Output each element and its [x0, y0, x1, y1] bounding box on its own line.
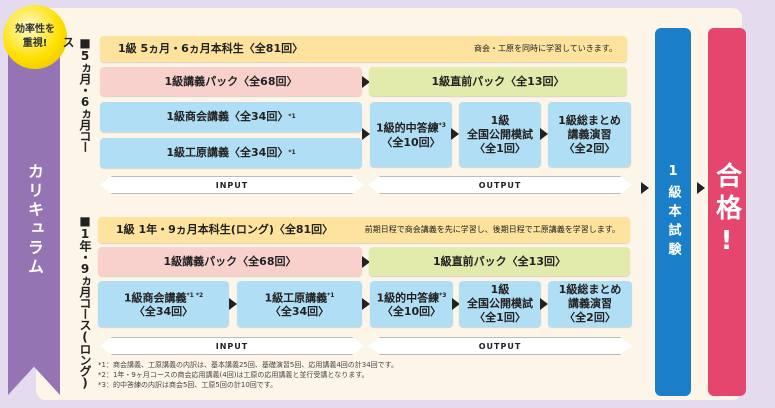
course2-moshi[interactable]: 1級全国公開模試〈全1回〉	[459, 281, 541, 327]
course1-label: ■5ヵ月・6ヵ月コース	[61, 36, 92, 152]
arrow-right-icon	[540, 128, 548, 140]
footnote-ref: *1 *2	[186, 291, 204, 299]
matome-line1: 1級総まとめ	[558, 113, 621, 127]
moshi-count: 〈全1回〉	[474, 141, 526, 155]
moshi-line1: 1級	[490, 283, 510, 296]
course1-genka-label: 1級工原講義〈全34回〉	[166, 146, 289, 159]
course1-note: 商会・工原を同時に学習していきます。	[474, 44, 617, 53]
footnote-ref: *1	[288, 149, 296, 156]
pass-column: 合格!	[708, 28, 746, 396]
tekichu-label: 1級的中答練	[376, 291, 440, 305]
arrow-right-icon	[362, 128, 370, 140]
course1-shokai[interactable]: 1級商会講義〈全34回〉*1	[100, 102, 362, 132]
course1-input-arrow: INPUT	[100, 176, 364, 194]
footnote-ref: *3	[438, 122, 446, 130]
arrow-right-icon	[229, 298, 237, 310]
course2-lecture-pack[interactable]: 1級講義パック〈全68回〉	[98, 247, 362, 276]
course1-main[interactable]: 1級 5ヵ月・6ヵ月本科生〈全81回〉 商会・工原を同時に学習していきます。	[100, 36, 627, 62]
sidebar-title: カリキュラム	[25, 163, 44, 277]
course2-tekichu[interactable]: 1級的中答練*3 〈全10回〉	[370, 281, 453, 327]
matome-line2: 講義演習	[567, 127, 612, 141]
matome-count: 〈全2回〉	[563, 141, 616, 155]
course2-genka[interactable]: 1級工原講義*1 〈全34回〉	[237, 281, 362, 327]
course2-note: 前期日程で商会講義を先に学習し、後期日程で工原講義を学習します。	[364, 225, 620, 234]
efficiency-badge: 効率性を重視!	[3, 5, 67, 69]
course2-shokai[interactable]: 1級商会講義*1 *2 〈全34回〉	[98, 281, 229, 327]
footnote-1: *1：商会講義、工原講義の内訳は、基本講義25回、基礎演習5回、応用講義4回の計…	[98, 361, 398, 369]
course1-genka[interactable]: 1級工原講義〈全34回〉*1	[100, 138, 362, 168]
tekichu-label: 1級的中答練	[376, 121, 439, 135]
course1-matome[interactable]: 1級総まとめ講義演習〈全2回〉	[548, 102, 631, 167]
course2-input-arrow: INPUT	[100, 337, 364, 355]
sidebar-ribbon	[8, 40, 60, 395]
arrow-right-icon	[452, 298, 460, 310]
matome-line2: 講義演習	[568, 297, 612, 310]
arrow-right-icon	[362, 76, 370, 88]
arrow-right-icon	[697, 182, 705, 194]
course1-tekichu[interactable]: 1級的中答練*3 〈全10回〉	[370, 102, 452, 167]
course2-label: ■1年・9ヵ月コース(ロング)	[78, 214, 92, 389]
footnote-ref: *1	[327, 291, 335, 299]
moshi-line2: 全国公開模試	[467, 297, 533, 310]
course1-final-pack[interactable]: 1級直前パック〈全13回〉	[369, 67, 627, 96]
moshi-line1: 1級	[490, 113, 510, 127]
tekichu-count: 〈全10回〉	[381, 135, 441, 149]
footnote-2: *2：1年・9ヶ月コースの商会応用講義(4回)は工原の応用講義と並行受講となりま…	[98, 371, 369, 379]
footnotes: *1：商会講義、工原講義の内訳は、基本講義25回、基礎演習5回、応用講義4回の計…	[98, 360, 398, 390]
pass-label: 合格!	[711, 162, 742, 262]
footnote-ref: *3	[439, 291, 447, 299]
genka-label: 1級工原講義	[264, 291, 328, 305]
course1-moshi[interactable]: 1級全国公開模試〈全1回〉	[459, 102, 541, 167]
course2-final-pack[interactable]: 1級直前パック〈全13回〉	[369, 247, 630, 276]
tekichu-count: 〈全10回〉	[381, 305, 442, 319]
arrow-right-icon	[540, 298, 548, 310]
matome-count: 〈全2回〉	[564, 311, 616, 324]
arrow-right-icon	[362, 298, 370, 310]
course2-main[interactable]: 1級 1年・9ヵ月本科生(ロング)〈全81回〉 前期日程で商会講義を先に学習し、後…	[98, 217, 630, 243]
exam-column: 1級本試験	[655, 28, 691, 396]
course2-output-arrow: OUTPUT	[368, 337, 632, 355]
footnote-ref: *1	[288, 113, 296, 120]
course2-matome[interactable]: 1級総まとめ講義演習〈全2回〉	[548, 281, 632, 327]
moshi-count: 〈全1回〉	[474, 311, 526, 324]
moshi-line2: 全国公開模試	[467, 127, 533, 141]
matome-line1: 1級総まとめ	[558, 283, 622, 296]
genka-count: 〈全34回〉	[269, 305, 330, 319]
course1-main-title: 1級 5ヵ月・6ヵ月本科生〈全81回〉	[118, 42, 304, 55]
footnote-3: *3：的中答練の内訳は商会5回、工原5回の計10回です。	[98, 381, 278, 389]
course1-lecture-pack[interactable]: 1級講義パック〈全68回〉	[100, 67, 362, 96]
course2-main-title: 1級 1年・9ヵ月本科生(ロング)〈全81回〉	[116, 223, 334, 236]
arrow-right-icon	[451, 128, 459, 140]
course1-shokai-label: 1級商会講義〈全34回〉	[166, 110, 289, 123]
arrow-right-icon	[641, 182, 649, 194]
arrow-right-icon	[362, 256, 370, 268]
shokai-label: 1級商会講義	[123, 291, 187, 305]
badge-text: 効率性を重視!	[15, 24, 55, 49]
shokai-count: 〈全34回〉	[133, 305, 194, 319]
exam-label: 1級本試験	[665, 163, 681, 261]
course1-output-arrow: OUTPUT	[368, 176, 632, 194]
